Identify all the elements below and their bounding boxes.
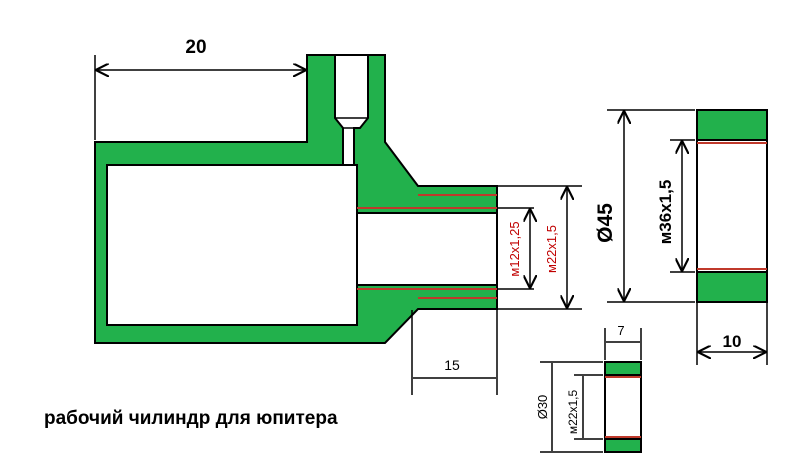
dimension-label: 20 [185, 37, 206, 58]
small-ring-part [604, 361, 642, 453]
dimension-small-thread: м22х1,5 [566, 374, 603, 440]
dimension-outlet-length: 15 [411, 310, 498, 395]
dimension-main-width: 20 [94, 37, 308, 140]
dimension-label: 15 [444, 357, 460, 373]
dimension-label: м36х1,5 [656, 180, 675, 245]
nut-bore [696, 139, 768, 273]
dimension-label: м22х1,5 [566, 390, 580, 435]
dimension-nut-width: 10 [696, 303, 768, 365]
dimension-small-diameter: Ø30 [535, 361, 603, 453]
dimension-small-width: 7 [604, 323, 642, 360]
dimension-label: Ø30 [535, 395, 550, 420]
small-ring-bore [604, 374, 642, 440]
bleed-hole [334, 54, 369, 166]
inner-thread-label: м12х1,25 [507, 221, 522, 276]
outlet-bore [356, 212, 498, 286]
cylinder-bore [106, 164, 358, 326]
cylinder-body [94, 54, 498, 344]
nut-part [696, 109, 768, 303]
drawing-caption: рабочий чилиндр для юпитера [44, 408, 338, 429]
outer-thread-label: м22х1,5 [544, 225, 559, 273]
dimension-nut-diameter: Ø45 [594, 109, 695, 303]
dimension-label: Ø45 [594, 203, 617, 243]
dimension-label: 10 [723, 332, 742, 351]
dimension-outlet-threads: м12х1,25 м22х1,5 [498, 185, 582, 310]
dimension-label: 7 [617, 323, 624, 338]
dimension-nut-thread: м36х1,5 [656, 139, 695, 273]
